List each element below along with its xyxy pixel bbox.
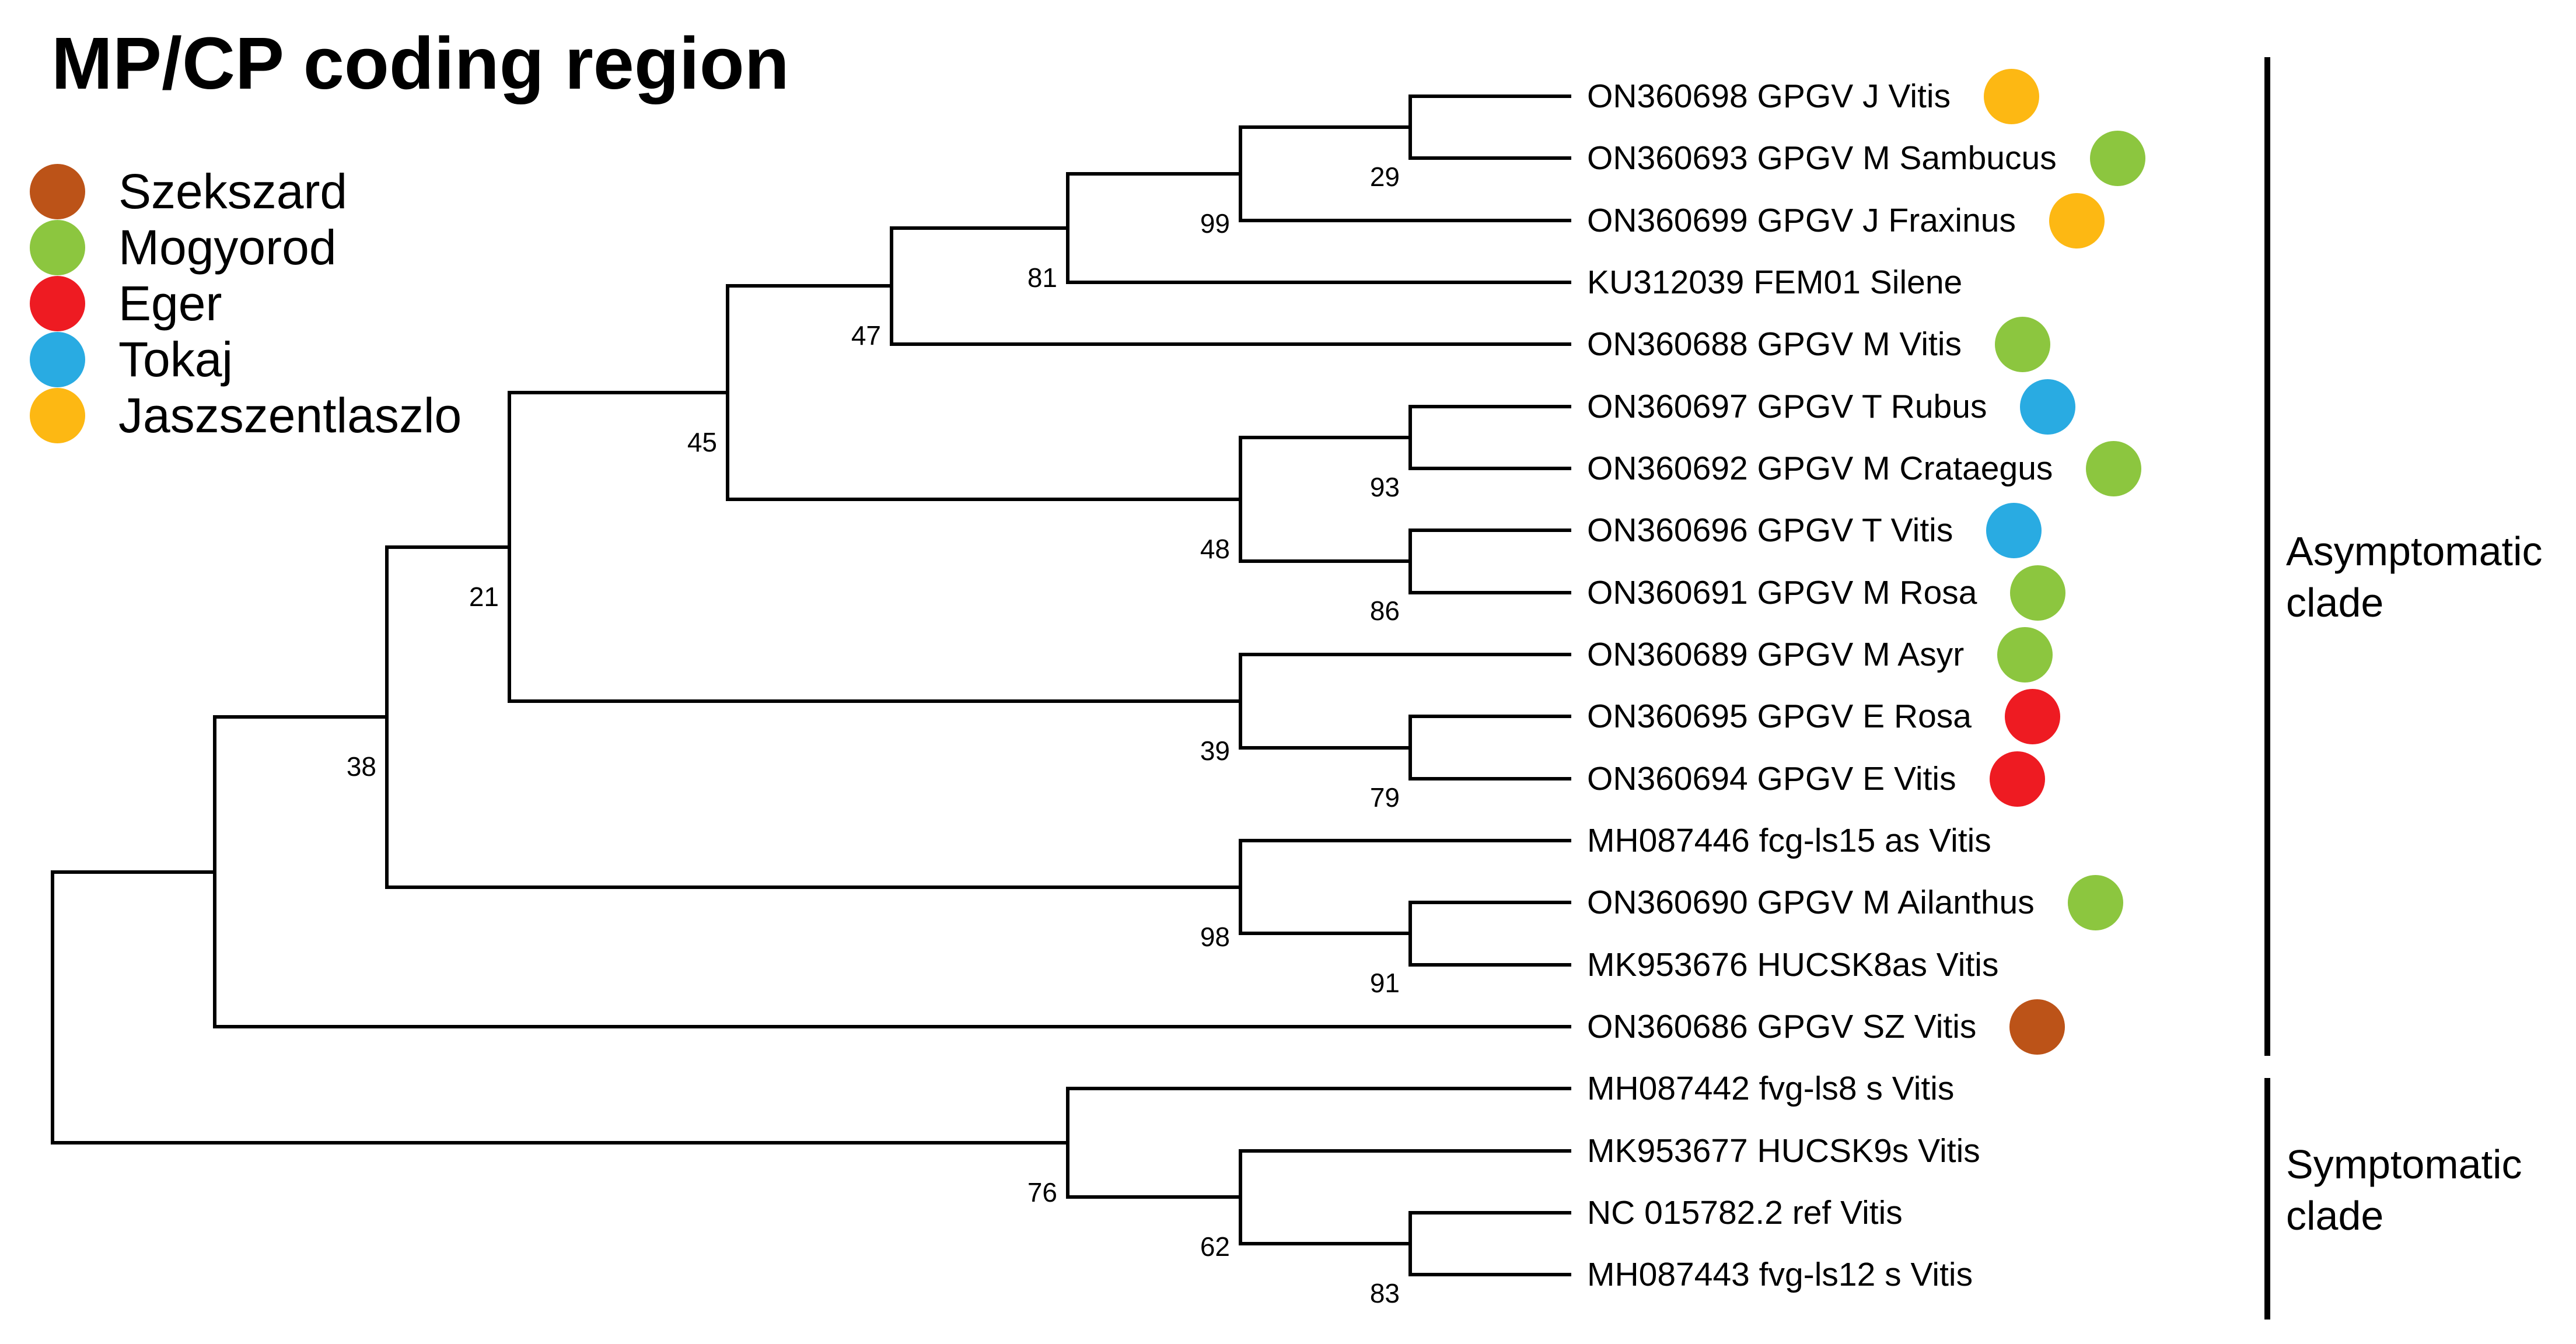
mogyorod-circle-icon	[1997, 626, 2053, 682]
taxon-label: ON360696 GPGV T Vitis	[1587, 511, 1953, 549]
taxon-row: KU312039 FEM01 Silene	[1587, 254, 1962, 310]
tokaj-circle-icon	[30, 331, 85, 387]
legend-item-eger: Eger	[30, 275, 462, 331]
symptomatic-clade-label-line1: Symptomatic	[2286, 1142, 2522, 1187]
legend-item-szekszard: Szekszard	[30, 163, 462, 219]
taxon-label: KU312039 FEM01 Silene	[1587, 263, 1963, 301]
taxon-label: ON360694 GPGV E Vitis	[1587, 760, 1956, 797]
tokaj-circle-icon	[2020, 379, 2076, 435]
bootstrap-value: 93	[1369, 472, 1400, 502]
mogyorod-circle-icon	[2010, 565, 2066, 621]
taxon-label: ON360695 GPGV E Rosa	[1587, 697, 1972, 735]
taxon-label: MK953676 HUCSK8as Vitis	[1587, 946, 1999, 984]
bootstrap-value: 83	[1369, 1278, 1400, 1308]
taxon-row: ON360695 GPGV E Rosa	[1587, 688, 2061, 744]
bootstrap-value: 79	[1369, 782, 1400, 813]
taxon-row: ON360699 GPGV J Fraxinus	[1587, 192, 2105, 249]
legend-item-mogyorod: Mogyorod	[30, 219, 462, 275]
taxon-label: ON360686 GPGV SZ Vitis	[1587, 1007, 1977, 1045]
mogyorod-circle-icon	[2067, 874, 2123, 930]
taxon-row: MH087442 fvg-ls8 s Vitis	[1587, 1060, 1954, 1116]
symptomatic-clade-label-line2: clade	[2286, 1193, 2384, 1238]
taxon-row: MK953677 HUCSK9s Vitis	[1587, 1123, 1980, 1179]
eger-circle-icon	[2005, 688, 2061, 744]
bootstrap-value: 39	[1200, 736, 1230, 766]
taxon-row: ON360691 GPGV M Rosa	[1587, 565, 2066, 621]
eger-circle-icon	[30, 275, 85, 331]
taxon-label: MH087446 fcg-ls15 as Vitis	[1587, 821, 1991, 859]
bootstrap-value: 48	[1200, 534, 1230, 564]
bootstrap-value: 62	[1200, 1231, 1230, 1262]
taxon-label: ON360688 GPGV M Vitis	[1587, 325, 1962, 363]
bootstrap-value: 81	[1027, 262, 1057, 293]
asymptomatic-clade-label: Asymptomatic clade	[2286, 526, 2543, 628]
taxon-label: MK953677 HUCSK9s Vitis	[1587, 1132, 1980, 1170]
bootstrap-value: 38	[346, 751, 376, 782]
taxon-label: MH087442 fvg-ls8 s Vitis	[1587, 1069, 1955, 1107]
asymptomatic-clade-label-line1: Asymptomatic	[2286, 528, 2543, 574]
taxon-row: ON360690 GPGV M Ailanthus	[1587, 874, 2123, 930]
taxon-row: MH087443 fvg-ls12 s Vitis	[1587, 1247, 1973, 1303]
bootstrap-value: 98	[1200, 922, 1230, 952]
page-title: MP/CP coding region	[51, 22, 789, 104]
jaszszentlaszlo-circle-icon	[2049, 192, 2105, 249]
taxon-label: ON360689 GPGV M Asyr	[1587, 635, 1965, 673]
bootstrap-value: 86	[1369, 596, 1400, 626]
taxon-row: MH087446 fcg-ls15 as Vitis	[1587, 813, 1991, 869]
taxon-label: ON360691 GPGV M Rosa	[1587, 573, 1977, 611]
legend-label: Mogyorod	[118, 220, 337, 275]
taxon-row: MK953676 HUCSK8as Vitis	[1587, 937, 1998, 993]
symptomatic-clade-bar	[2264, 1078, 2270, 1320]
asymptomatic-clade-label-line2: clade	[2286, 580, 2384, 625]
mogyorod-circle-icon	[2089, 130, 2145, 186]
taxon-row: ON360692 GPGV M Crataegus	[1587, 440, 2142, 496]
eger-circle-icon	[1989, 751, 2045, 807]
legend-label: Szekszard	[118, 164, 348, 219]
taxon-label: ON360697 GPGV T Rubus	[1587, 387, 1987, 425]
symptomatic-clade-label: Symptomatic clade	[2286, 1139, 2522, 1241]
mogyorod-circle-icon	[2086, 440, 2142, 496]
legend-label: Tokaj	[118, 332, 233, 387]
szekszard-circle-icon	[2009, 999, 2065, 1055]
bootstrap-value: 21	[469, 582, 499, 612]
legend-item-jaszszentlaszlo: Jaszszentlaszlo	[30, 387, 462, 443]
mogyorod-circle-icon	[30, 219, 85, 275]
bootstrap-value: 29	[1369, 162, 1400, 192]
bootstrap-value: 45	[687, 427, 717, 457]
taxon-label: NC 015782.2 ref Vitis	[1587, 1194, 1903, 1231]
taxon-label: ON360692 GPGV M Crataegus	[1587, 449, 2053, 487]
mogyorod-circle-icon	[1995, 316, 2051, 372]
taxon-row: ON360697 GPGV T Rubus	[1587, 379, 2076, 435]
taxon-row: ON360688 GPGV M Vitis	[1587, 316, 2051, 372]
taxon-row: ON360694 GPGV E Vitis	[1587, 751, 2045, 807]
taxon-label: ON360693 GPGV M Sambucus	[1587, 139, 2057, 177]
legend-item-tokaj: Tokaj	[30, 331, 462, 387]
bootstrap-value: 47	[851, 320, 881, 351]
taxon-label: ON360698 GPGV J Vitis	[1587, 77, 1951, 115]
taxon-row: ON360693 GPGV M Sambucus	[1587, 130, 2145, 186]
taxon-row: ON360686 GPGV SZ Vitis	[1587, 999, 2065, 1055]
taxon-label: MH087443 fvg-ls12 s Vitis	[1587, 1255, 1973, 1293]
bootstrap-value: 99	[1200, 208, 1230, 239]
taxon-row: ON360698 GPGV J Vitis	[1587, 68, 2040, 124]
asymptomatic-clade-bar	[2264, 57, 2270, 1056]
bootstrap-value: 91	[1369, 968, 1400, 998]
legend-label: Jaszszentlaszlo	[118, 388, 462, 443]
taxon-label: ON360699 GPGV J Fraxinus	[1587, 201, 2016, 239]
szekszard-circle-icon	[30, 163, 85, 219]
taxon-row: ON360696 GPGV T Vitis	[1587, 502, 2042, 558]
tokaj-circle-icon	[1986, 502, 2042, 558]
taxon-row: ON360689 GPGV M Asyr	[1587, 626, 2053, 682]
bootstrap-value: 76	[1027, 1177, 1057, 1208]
jaszszentlaszlo-circle-icon	[1984, 68, 2040, 124]
jaszszentlaszlo-circle-icon	[30, 387, 85, 443]
legend-label: Eger	[118, 276, 222, 331]
taxon-row: NC 015782.2 ref Vitis	[1587, 1185, 1903, 1241]
taxon-label: ON360690 GPGV M Ailanthus	[1587, 883, 2035, 921]
